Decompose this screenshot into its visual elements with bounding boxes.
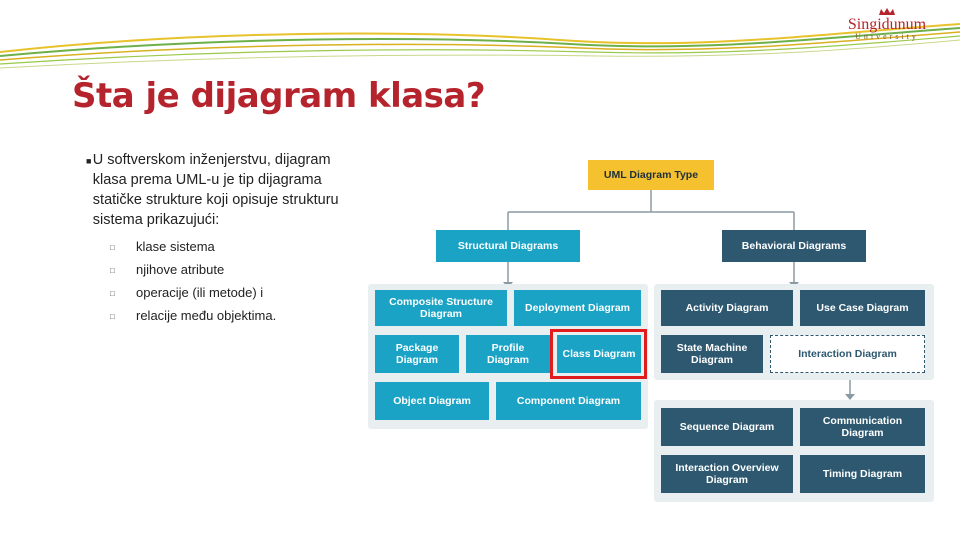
sub-bullet-text: klase sistema bbox=[136, 239, 215, 254]
node-profile-diagram: Profile Diagram bbox=[466, 335, 550, 373]
sub-bullet-text: njihove atribute bbox=[136, 262, 225, 277]
hollow-square-bullet-icon: □ bbox=[110, 266, 115, 275]
sub-bullet: □ njihove atribute bbox=[110, 259, 356, 282]
node-interaction-diagram: Interaction Diagram bbox=[770, 335, 925, 373]
slide-title: Šta je dijagram klasa? bbox=[72, 76, 486, 116]
node-sequence-diagram: Sequence Diagram bbox=[661, 408, 793, 446]
node-composite-structure-diagram: Composite Structure Diagram bbox=[375, 290, 507, 326]
header-waves bbox=[0, 23, 960, 69]
hollow-square-bullet-icon: □ bbox=[110, 243, 115, 252]
node-communication-diagram: Communication Diagram bbox=[800, 408, 925, 446]
node-state-machine-diagram: State Machine Diagram bbox=[661, 335, 763, 373]
logo-subtitle: University bbox=[855, 32, 919, 41]
class-diagram-highlight bbox=[550, 329, 647, 379]
sub-bullet: □ relacije među objektima. bbox=[110, 305, 356, 328]
university-logo: Singidunum University bbox=[842, 8, 932, 42]
node-interaction-overview-diagram: Interaction Overview Diagram bbox=[661, 455, 793, 493]
sub-bullet-text: relacije među objektima. bbox=[136, 308, 277, 323]
node-use-case-diagram: Use Case Diagram bbox=[800, 290, 925, 326]
sub-bullet-list: □ klase sistema □ njihove atribute □ operac… bbox=[86, 236, 356, 328]
sub-bullet: □ klase sistema bbox=[110, 236, 356, 259]
hollow-square-bullet-icon: □ bbox=[110, 312, 115, 321]
node-class-diagram: Class Diagram bbox=[557, 335, 641, 373]
node-package-diagram: Package Diagram bbox=[375, 335, 459, 373]
node-uml-diagram-type: UML Diagram Type bbox=[588, 160, 714, 190]
logo-name: Singidunum bbox=[847, 16, 927, 33]
sub-bullet: □ operacije (ili metode) i bbox=[110, 282, 356, 305]
node-deployment-diagram: Deployment Diagram bbox=[514, 290, 641, 326]
node-component-diagram: Component Diagram bbox=[496, 382, 641, 420]
node-behavioral-diagrams: Behavioral Diagrams bbox=[722, 230, 866, 262]
crown-icon bbox=[879, 8, 895, 15]
sub-bullet-text: operacije (ili metode) i bbox=[136, 285, 264, 300]
node-activity-diagram: Activity Diagram bbox=[661, 290, 793, 326]
hollow-square-bullet-icon: □ bbox=[110, 289, 115, 298]
node-timing-diagram: Timing Diagram bbox=[800, 455, 925, 493]
square-bullet-icon: ■ bbox=[86, 156, 92, 166]
node-object-diagram: Object Diagram bbox=[375, 382, 489, 420]
main-bullet-text: U softverskom inženjerstvu, dijagram kla… bbox=[92, 152, 339, 228]
bullet-content: ■ U softverskom inženjerstvu, dijagram k… bbox=[86, 150, 356, 328]
node-structural-diagrams: Structural Diagrams bbox=[436, 230, 580, 262]
main-bullet: ■ U softverskom inženjerstvu, dijagram k… bbox=[86, 150, 356, 230]
